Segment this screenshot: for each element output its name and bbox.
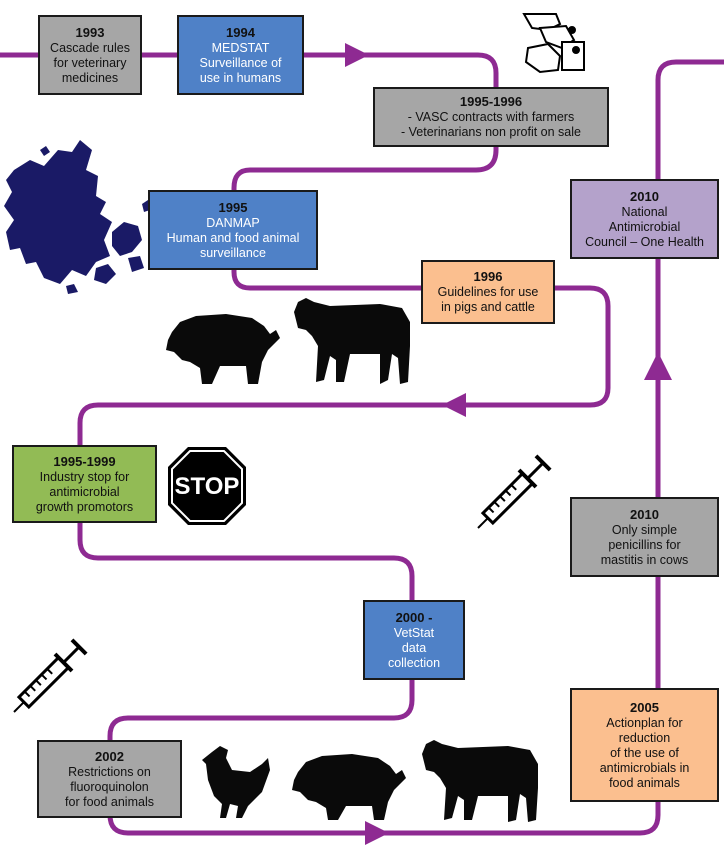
syringe-icon bbox=[13, 638, 88, 713]
milestone-line: Industry stop for bbox=[39, 469, 130, 484]
milestone-line: data bbox=[401, 640, 427, 655]
milestone-line: fluoroquinolon bbox=[70, 779, 149, 794]
milestone-line: Antimicrobial bbox=[608, 219, 681, 234]
milestone-line: growth promotors bbox=[35, 499, 134, 514]
arrow-head-top bbox=[345, 43, 369, 67]
milestone-line: use in humans bbox=[199, 70, 282, 85]
milestone-year: 1994 bbox=[226, 24, 255, 40]
milestone-line: National bbox=[621, 204, 668, 219]
milestone-line: food animals bbox=[609, 775, 680, 790]
milestone-year: 2000 - bbox=[395, 609, 433, 625]
milestone-line: - VASC contracts with farmers bbox=[407, 110, 575, 124]
milestone-line: VetStat bbox=[393, 625, 435, 640]
milestone-year: 1995-1999 bbox=[53, 453, 116, 469]
hand-pills-icon bbox=[522, 13, 585, 74]
milestone-year: 2002 bbox=[95, 748, 124, 764]
milestone-year: 1996 bbox=[473, 269, 503, 284]
milestone-line: Only simple bbox=[611, 522, 678, 537]
chicken-icon bbox=[202, 746, 270, 818]
milestone-line: reduction bbox=[618, 730, 671, 745]
milestone-line: surveillance bbox=[199, 245, 266, 260]
milestone-line: Guidelines for use bbox=[437, 285, 539, 299]
milestone-line: Human and food animal bbox=[166, 230, 300, 245]
milestone-year: 1995-1996 bbox=[459, 94, 523, 109]
milestone-line: penicillins for bbox=[608, 537, 681, 552]
milestone-line: DANMAP bbox=[206, 215, 260, 230]
milestone-line: MEDSTAT bbox=[211, 40, 270, 55]
arrow-head-middle bbox=[442, 393, 466, 417]
milestone-text: - VASC contracts with farmers- Veterinar… bbox=[401, 110, 581, 140]
milestone-line: Surveillance of bbox=[199, 55, 282, 70]
syringe-icon bbox=[477, 454, 552, 529]
denmark-map-icon bbox=[4, 140, 150, 294]
milestone-year: 2005 bbox=[630, 699, 659, 715]
milestone-1995-1996: 1995-1996 - VASC contracts with farmers-… bbox=[373, 87, 609, 147]
pig-icon bbox=[292, 754, 406, 820]
milestone-line: Council – One Health bbox=[585, 234, 704, 249]
milestone-line: Actionplan for bbox=[606, 715, 683, 730]
milestone-line: antimicrobials in bbox=[599, 760, 690, 775]
milestone-line: for food animals bbox=[65, 794, 154, 809]
milestone-line: - Veterinarians non profit on sale bbox=[401, 125, 581, 139]
pig-icon bbox=[166, 314, 280, 384]
milestone-year: 1993 bbox=[75, 24, 105, 40]
milestone-line: for veterinary bbox=[53, 55, 127, 70]
cow-icon bbox=[294, 298, 410, 384]
milestone-line: of the use of bbox=[610, 745, 679, 760]
milestone-year: 2010 bbox=[630, 188, 659, 204]
milestone-line: collection bbox=[387, 655, 441, 670]
milestone-line: antimicrobial bbox=[49, 484, 120, 499]
milestone-line: medicines bbox=[61, 70, 119, 85]
milestone-line: in pigs and cattle bbox=[441, 300, 535, 314]
milestone-year: 2010 bbox=[630, 506, 659, 522]
cow-icon bbox=[422, 740, 538, 822]
milestone-line: Restrictions on bbox=[68, 764, 151, 779]
milestone-line: Cascade rules bbox=[50, 40, 130, 55]
arrow-head-right bbox=[644, 352, 672, 380]
arrow-head-bottom bbox=[365, 821, 389, 845]
stop-sign-icon: STOP bbox=[168, 447, 246, 525]
milestone-year: 1995 bbox=[218, 199, 248, 215]
stop-sign-text: STOP bbox=[175, 473, 240, 500]
milestone-line: mastitis in cows bbox=[600, 552, 689, 567]
